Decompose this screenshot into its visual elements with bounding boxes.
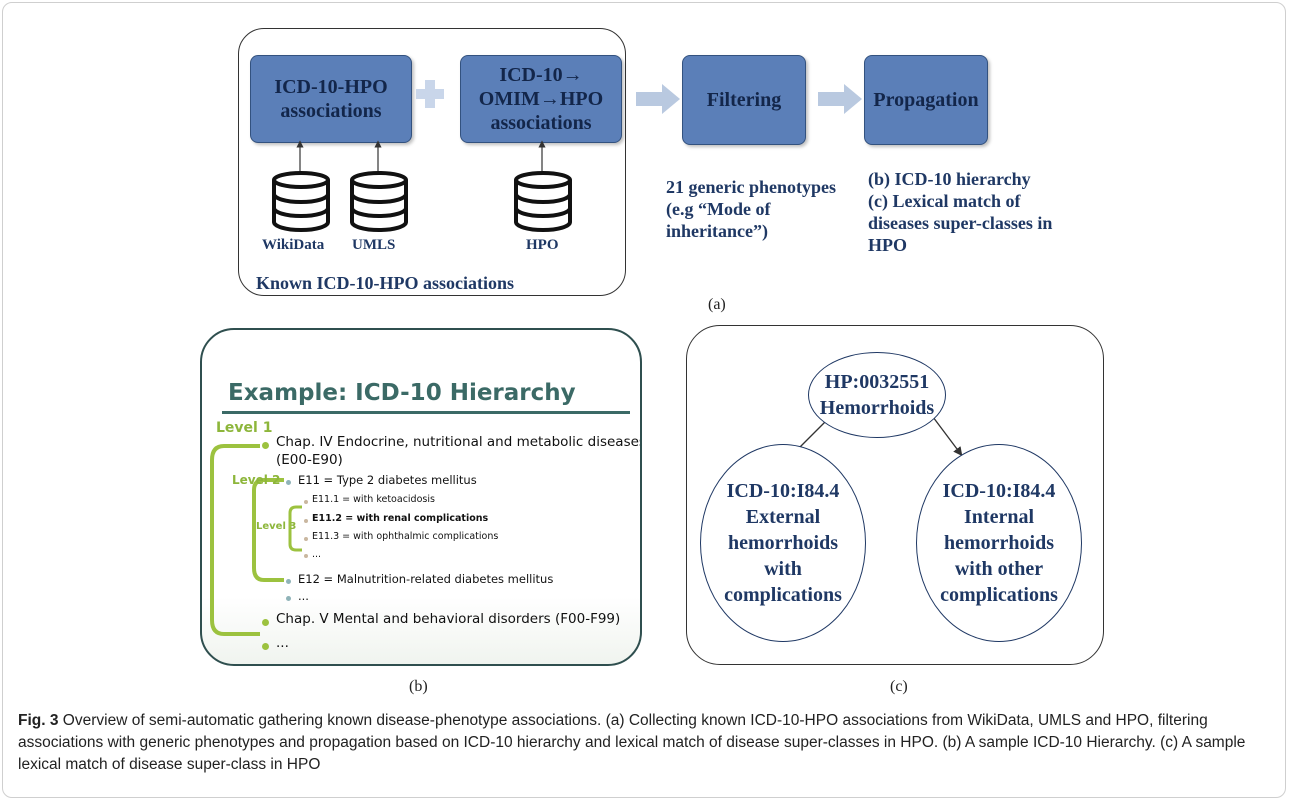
lexical-match-panel [686, 325, 1104, 665]
arrow-right-icon [818, 84, 862, 114]
plus-icon [416, 80, 444, 108]
e11-item: E11 = Type 2 diabetes mellitus [298, 473, 477, 487]
root-node: HP:0032551 Hemorrhoids [808, 352, 946, 438]
chap5-item: Chap. V Mental and behavioral disorders … [276, 611, 621, 627]
db-label-wikidata: WikiData [262, 237, 325, 253]
icd10-hpo-box: ICD-10-HPO associations [250, 55, 412, 143]
right-node: ICD-10:I84.4 Internal hemorrhoids with o… [916, 444, 1082, 642]
filtering-box: Filtering [682, 55, 806, 145]
bullet-dot [304, 500, 308, 504]
db-label-hpo: HPO [526, 237, 559, 253]
group-label: Known ICD-10-HPO associations [256, 273, 515, 293]
chap4-line2: (E00-E90) [276, 452, 343, 468]
caption-fig-number: Fig. 3 [18, 712, 59, 729]
database-icon [514, 171, 572, 232]
figure-caption: Fig. 3 Overview of semi-automatic gather… [18, 710, 1276, 776]
caption-text: Overview of semi-automatic gathering kno… [18, 712, 1246, 773]
e12-item: E12 = Malnutrition-related diabetes mell… [298, 572, 554, 586]
bullet-dot [262, 643, 269, 650]
title-rule [222, 411, 630, 414]
icd10-hierarchy-panel: Example: ICD-10 Hierarchy Level 1 Level … [200, 328, 642, 666]
left-node: ICD-10:I84.4 External hemorrhoids with c… [700, 444, 866, 642]
propagation-box: Propagation [864, 55, 988, 145]
db-label-umls: UMLS [352, 237, 396, 253]
e-more: ... [298, 589, 309, 603]
icd10-omim-hpo-box: ICD-10→ OMIM→HPO associations [460, 55, 622, 143]
chap4-line1: Chap. IV Endocrine, nutritional and meta… [276, 434, 642, 450]
level-brackets [210, 444, 302, 636]
known-associations-group [238, 28, 626, 296]
level2-label: Level 2 [232, 473, 281, 487]
level3-label: Level 3 [256, 521, 297, 532]
bullet-dot [304, 519, 308, 523]
database-icon [272, 171, 330, 232]
level1-label: Level 1 [216, 420, 273, 436]
bullet-dot [262, 442, 269, 449]
filter-note: 21 generic phenotypes (e.g “Mode of inhe… [666, 177, 836, 241]
panel-c-label: (c) [890, 678, 908, 695]
e11-3-item: E11.3 = with ophthalmic complications [312, 531, 499, 542]
bullet-dot [286, 579, 291, 584]
arrow-right-icon [636, 84, 680, 114]
chap-more: ... [276, 635, 289, 651]
bullet-dot [286, 480, 291, 485]
bullet-dot [262, 619, 269, 626]
bullet-dot [304, 537, 308, 541]
bullet-dot [286, 596, 291, 601]
database-icon [350, 171, 408, 232]
e11-more: ... [312, 549, 322, 560]
propagation-note: (b) ICD-10 hierarchy (c) Lexical match o… [868, 169, 1053, 255]
connector-lines [296, 140, 546, 176]
e11-2-item: E11.2 = with renal complications [312, 513, 489, 524]
bullet-dot [304, 554, 308, 558]
example-title: Example: ICD-10 Hierarchy [228, 380, 576, 406]
panel-a-label: (a) [708, 296, 726, 313]
e11-1-item: E11.1 = with ketoacidosis [312, 494, 435, 505]
panel-b-label: (b) [409, 678, 428, 695]
